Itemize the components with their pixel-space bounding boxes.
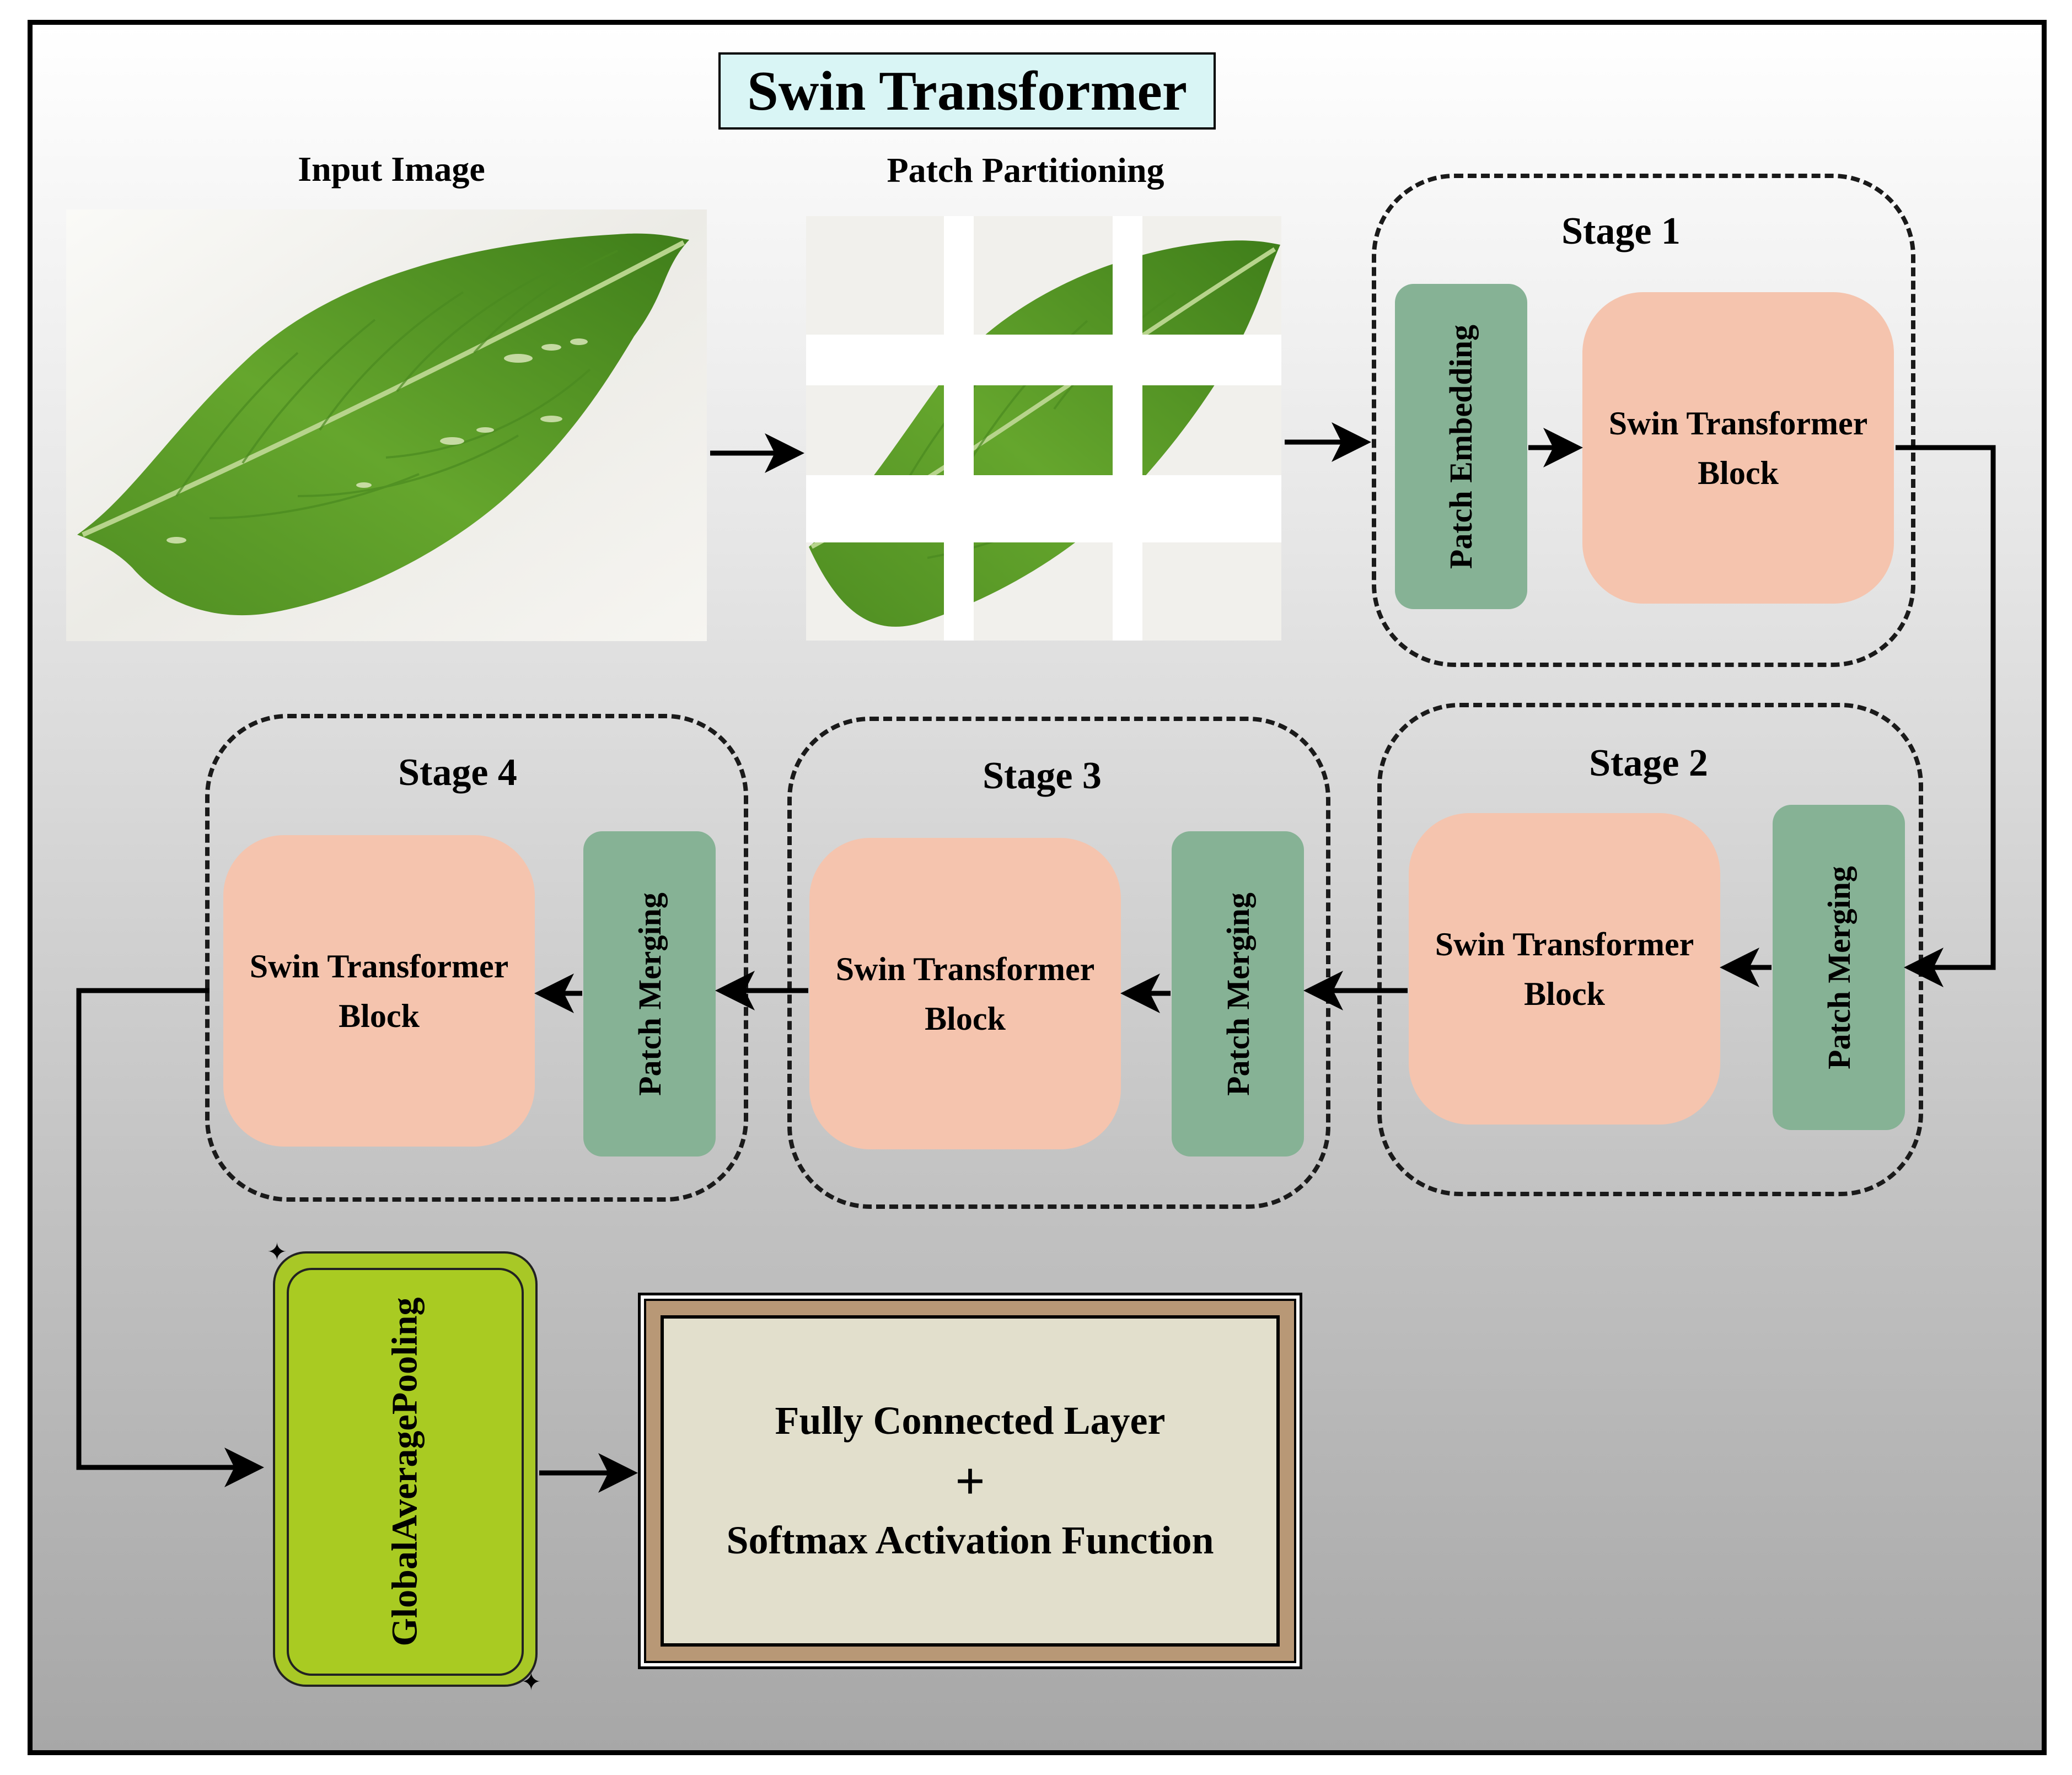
global-average-pooling-box: GlobalAveragePooling bbox=[287, 1268, 524, 1676]
stage-1-container bbox=[1372, 174, 1915, 667]
stage-1-label: Stage 1 bbox=[1561, 210, 1681, 252]
stage-4-container bbox=[205, 714, 748, 1202]
input-leaf-image bbox=[66, 209, 707, 641]
classifier-border: Fully Connected Layer + Softmax Activati… bbox=[644, 1299, 1296, 1663]
patch-partitioning-caption: Patch Partitioning bbox=[887, 150, 1164, 190]
arrow-stage1-to-stage2 bbox=[1896, 445, 1996, 987]
sparkle-icon: ✦ bbox=[521, 1669, 541, 1696]
stage-4-patch-merging: Patch Merging bbox=[583, 831, 716, 1157]
stage-4-label: Stage 4 bbox=[398, 751, 517, 794]
stage-2-label: Stage 2 bbox=[1589, 742, 1708, 784]
swin-block-line1: Swin Transformer bbox=[835, 950, 1095, 987]
swin-block-line2: Block bbox=[1698, 454, 1779, 491]
patch-embedding-box: Patch Embedding bbox=[1395, 284, 1527, 609]
softmax-label: Softmax Activation Function bbox=[726, 1518, 1214, 1563]
swin-block-line2: Block bbox=[339, 997, 420, 1034]
swin-block-line1: Swin Transformer bbox=[1608, 405, 1868, 442]
sparkle-icon: ✦ bbox=[267, 1239, 287, 1266]
swin-block-line2: Block bbox=[1524, 975, 1605, 1012]
swin-block-line1: Swin Transformer bbox=[249, 948, 509, 985]
swin-block-line2: Block bbox=[925, 1000, 1006, 1037]
plus-sign: + bbox=[955, 1451, 985, 1510]
input-image-caption: Input Image bbox=[298, 149, 485, 189]
arrow-stage4-to-pooling bbox=[76, 988, 264, 1487]
diagram-title: Swin Transformer bbox=[718, 52, 1216, 130]
stage-3-patch-merging: Patch Merging bbox=[1172, 831, 1304, 1157]
patch-partition-image bbox=[806, 216, 1281, 641]
classifier-box: Fully Connected Layer + Softmax Activati… bbox=[638, 1293, 1302, 1669]
classifier-inner: Fully Connected Layer + Softmax Activati… bbox=[661, 1315, 1280, 1647]
fully-connected-label: Fully Connected Layer bbox=[775, 1399, 1166, 1443]
stage-3-container bbox=[787, 717, 1330, 1209]
swin-block-line1: Swin Transformer bbox=[1435, 926, 1694, 962]
stage-3-label: Stage 3 bbox=[983, 755, 1102, 797]
stage-2-patch-merging: Patch Merging bbox=[1773, 805, 1905, 1130]
